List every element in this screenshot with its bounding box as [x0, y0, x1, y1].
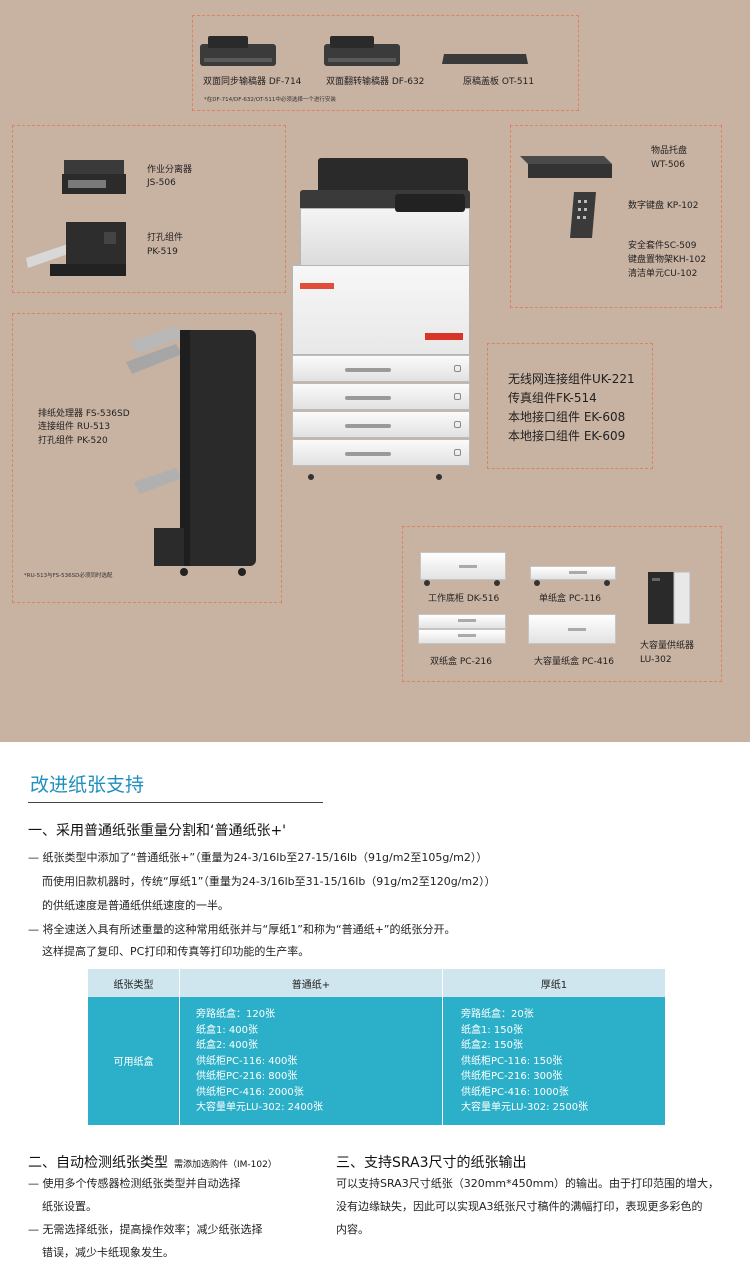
fs536-label: 排纸处理器 FS-536SD: [38, 409, 130, 419]
table-cell-thick: 旁路纸盒：20张 纸盒1: 150张 纸盒2: 150张 供纸柜PC-116: …: [443, 997, 665, 1125]
para-1-line-5: 这样提高了复印、PC打印和传真等打印功能的生产率。: [42, 945, 310, 958]
lu302-name: 大容量供纸器: [640, 641, 695, 651]
fk514-label: 传真组件FK-514: [508, 391, 597, 405]
para-3-line-3: 内容。: [336, 1223, 369, 1236]
wt506-code: WT-506: [651, 160, 685, 170]
pk519-name: 打孔组件: [147, 233, 184, 243]
para-3-line-2: 没有边缘缺失，因此可以实现A3纸张尺寸稿件的满幅打印，表现更多彩色的: [336, 1200, 703, 1213]
para-2-line-3: — 无需选择纸张，提高操作效率；减少纸张选择: [28, 1223, 263, 1236]
df632-image: [324, 36, 400, 66]
section-title-underline: [28, 802, 323, 803]
plain-item: 大容量单元LU-302: 2400张: [196, 1102, 324, 1113]
connect-group-frame: [487, 343, 653, 469]
plain-item: 旁路纸盒：120张: [196, 1009, 276, 1020]
feeder-group-frame: [192, 15, 579, 111]
plain-item: 供纸柜PC-416: 2000张: [196, 1086, 304, 1098]
df714-image: [200, 36, 276, 66]
table-cell-plain: 旁路纸盒：120张 纸盒1: 400张 纸盒2: 400张 供纸柜PC-116:…: [180, 997, 442, 1125]
finisher-note: *RU-513与FS-536SD必须同时选配: [24, 573, 113, 579]
js506-name: 作业分离器: [147, 165, 193, 175]
ru513-label: 连接组件 RU-513: [38, 422, 111, 432]
thick-item: 供纸柜PC-416: 1000张: [461, 1086, 569, 1098]
para-1-line-2: 而使用旧款机器时，传统“厚纸1”（重量为24-3/16lb至31-15/16lb…: [42, 875, 496, 888]
plain-item: 纸盒1: 400张: [196, 1024, 258, 1036]
heading-1: 一、采用普通纸张重量分割和‘普通纸张+': [28, 823, 287, 839]
plain-item: 供纸柜PC-216: 800张: [196, 1071, 298, 1082]
pc416-label: 大容量纸盒 PC-416: [534, 657, 614, 667]
table-header-plain: 普通纸+: [180, 969, 442, 997]
df632-label: 双面翻转输稿器 DF-632: [326, 77, 425, 87]
thick-item: 旁路纸盒：20张: [461, 1009, 534, 1020]
dk516-label: 工作底柜 DK-516: [428, 594, 500, 604]
para-1-line-1: — 纸张类型中添加了“普通纸张+”（重量为24-3/16lb至27-15/16l…: [28, 851, 488, 864]
para-1-line-4: — 将全速送入具有所述重量的这种常用纸张并与“厚纸1”和称为“普通纸+”的纸张分…: [28, 923, 456, 936]
thick-item: 供纸柜PC-116: 150张: [461, 1055, 563, 1067]
thick-item: 纸盒2: 150张: [461, 1040, 523, 1051]
wt506-name: 物品托盘: [651, 146, 688, 156]
para-2-line-1: — 使用多个传感器检测纸张类型并自动选择: [28, 1177, 241, 1190]
heading-3: 三、支持SRA3尺寸的纸张输出: [336, 1155, 527, 1171]
para-1-line-3: 的供纸速度是普通纸供纸速度的一半。: [42, 899, 229, 912]
pc116-image: [530, 566, 616, 580]
pk519-image: [26, 222, 126, 276]
left-group-frame: [12, 125, 286, 293]
table-row-label: 可用纸盒: [113, 1057, 154, 1068]
wt506-image: [520, 156, 612, 178]
para-2-line-2: 纸张设置。: [42, 1200, 97, 1213]
kh102-label: 键盘置物架KH-102: [628, 255, 707, 265]
plain-item: 纸盒2: 400张: [196, 1040, 258, 1051]
accessory-diagram: 双面同步输稿器 DF-714 双面翻转输稿器 DF-632 原稿盖板 OT-51…: [0, 0, 750, 742]
pc216-label: 双纸盒 PC-216: [430, 657, 492, 667]
paper-group-frame: [402, 526, 722, 682]
pk519-code: PK-519: [147, 247, 178, 257]
js506-code: JS-506: [147, 178, 176, 188]
lu302-image: [648, 571, 691, 625]
thick-item: 供纸柜PC-216: 300张: [461, 1071, 563, 1082]
thick-item: 大容量单元LU-302: 2500张: [461, 1102, 589, 1113]
para-3-line-1: 可以支持SRA3尺寸纸张（320mm*450mm）的输出。由于打印范围的增大，: [336, 1177, 720, 1190]
uk221-label: 无线网连接组件UK-221: [508, 372, 635, 386]
pc116-label: 单纸盒 PC-116: [539, 594, 601, 604]
right-group-frame: [510, 125, 722, 308]
kp102-image: [570, 192, 596, 238]
thick-item: 纸盒1: 150张: [461, 1024, 523, 1036]
plain-item: 供纸柜PC-116: 400张: [196, 1055, 298, 1067]
feeder-note: *在DF-714/DF-632/OT-511中必须选择一个进行安装: [204, 97, 336, 103]
cu102-label: 清洁单元CU-102: [628, 269, 698, 279]
paper-capacity-table: 纸张类型 普通纸+ 厚纸1 可用纸盒 旁路纸盒：120张 纸盒1: 400张 纸…: [88, 969, 665, 1125]
kp102-label: 数字键盘 KP-102: [628, 201, 699, 211]
lu302-code: LU-302: [640, 655, 672, 665]
js506-image: [62, 160, 126, 194]
para-2-line-4: 错误，减少卡纸现象发生。: [42, 1246, 174, 1259]
ek608-label: 本地接口组件 EK-608: [508, 410, 626, 424]
pc416-image: [528, 614, 616, 644]
pk520-label: 打孔组件 PK-520: [38, 436, 108, 446]
ot511-image: [442, 54, 528, 64]
heading-2-note: 需添加选购件（IM-102）: [174, 1160, 277, 1170]
ot511-label: 原稿盖板 OT-511: [463, 77, 535, 87]
heading-2-text: 二、自动检测纸张类型: [28, 1155, 168, 1171]
dk516-image: [420, 552, 506, 580]
section-title: 改进纸张支持: [30, 774, 145, 796]
table-header-type: 纸张类型: [88, 969, 179, 997]
table-row-label-cell: 可用纸盒: [88, 997, 179, 1125]
table-header-thick: 厚纸1: [443, 969, 665, 997]
fs536-image: [126, 326, 256, 576]
ek609-label: 本地接口组件 EK-609: [508, 429, 626, 443]
finisher-group-frame: [12, 313, 282, 603]
pc216-image: [418, 614, 506, 629]
sc509-label: 安全套件SC-509: [628, 241, 697, 251]
df714-label: 双面同步输稿器 DF-714: [203, 77, 302, 87]
heading-2: 二、自动检测纸张类型需添加选购件（IM-102）: [28, 1152, 277, 1172]
